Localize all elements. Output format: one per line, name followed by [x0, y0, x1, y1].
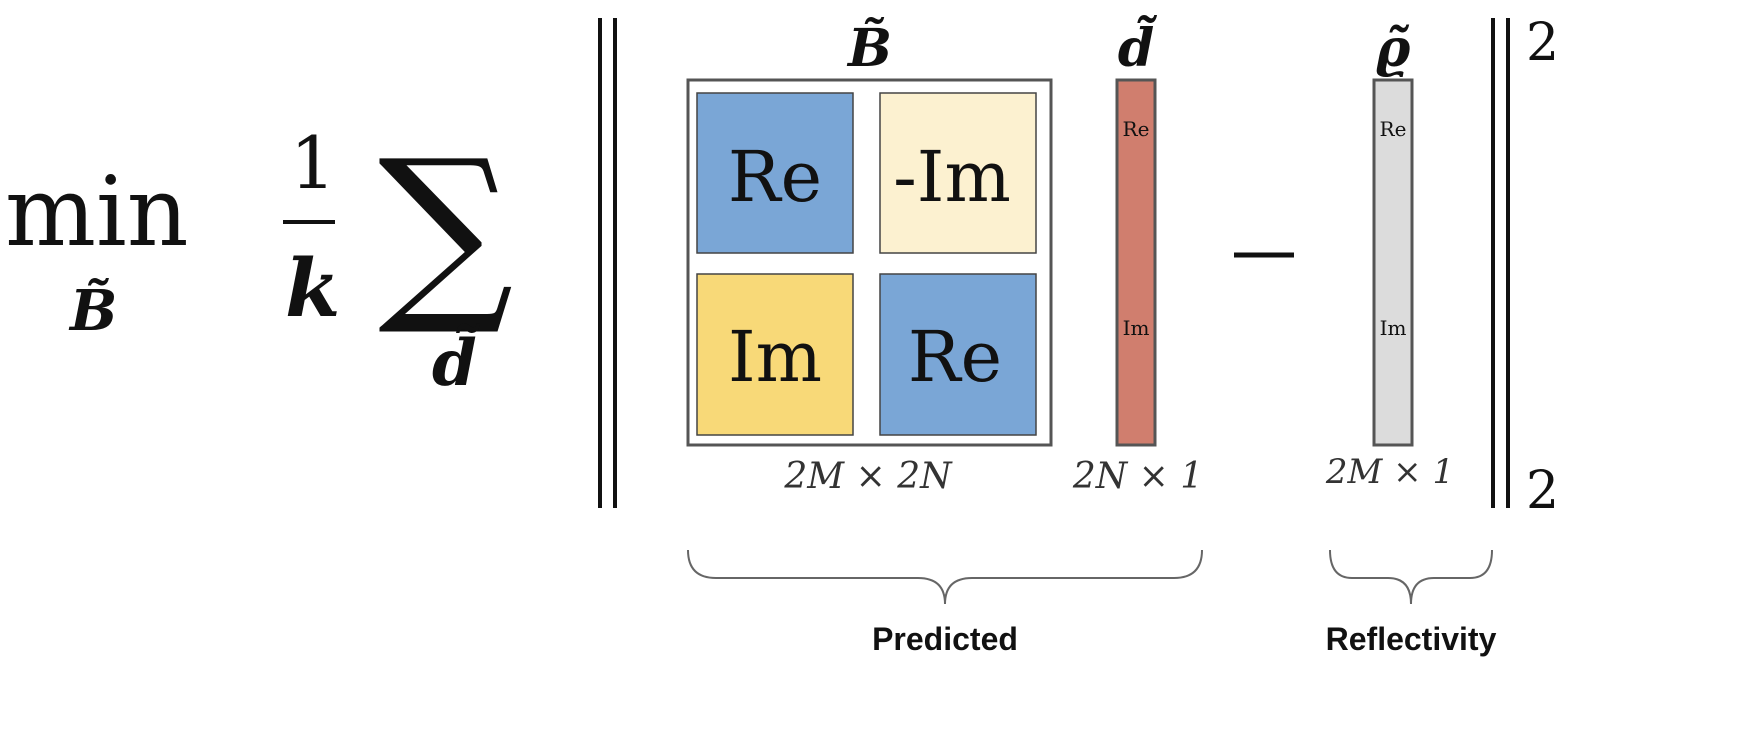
predicted-label: Predicted	[872, 621, 1018, 657]
matrix-cell-label: Im	[728, 316, 822, 398]
vector-rho-im-label: Im	[1380, 316, 1407, 340]
reflectivity-brace	[1329, 549, 1493, 605]
matrix-cell-label: -Im	[893, 136, 1011, 218]
norm-superscript: 2	[1526, 13, 1559, 73]
vector-rho-bar	[1372, 78, 1414, 447]
reflectivity-label: Reflectivity	[1326, 621, 1497, 657]
matrix-cell-re-bottom-right: Re	[879, 273, 1037, 436]
vector-d-header: d̃	[1118, 15, 1157, 79]
min-operator: min	[5, 156, 189, 268]
sum-subscript: d̃	[432, 322, 481, 401]
vector-d-dimension: 2N × 1	[1072, 456, 1203, 497]
matrix-cell-neg-im-top-right: -Im	[879, 92, 1037, 254]
min-subscript: B̃	[68, 278, 117, 344]
vector-rho-header: ϱ̃	[1376, 18, 1411, 79]
predicted-brace	[687, 549, 1203, 605]
matrix-b-dimension: 2M × 2N	[783, 456, 953, 497]
matrix-cell-im-bottom-left: Im	[696, 273, 854, 436]
vector-d-im-label: Im	[1123, 316, 1150, 340]
matrix-b-header: B̃	[846, 18, 892, 79]
vector-d-re-label: Re	[1123, 117, 1150, 141]
matrix-cell-label: Re	[728, 136, 822, 218]
matrix-cell-label: Re	[908, 316, 1002, 398]
fraction-numerator: 1	[290, 121, 336, 205]
norm-subscript: 2	[1526, 461, 1559, 521]
fraction-denominator: k	[285, 241, 340, 335]
sum-symbol: ∑	[378, 119, 514, 340]
vector-d-bar	[1115, 78, 1157, 447]
vector-rho-re-label: Re	[1380, 117, 1407, 141]
vector-rho-dimension: 2M × 1	[1325, 452, 1454, 492]
matrix-cell-re-top-left: Re	[696, 92, 854, 254]
